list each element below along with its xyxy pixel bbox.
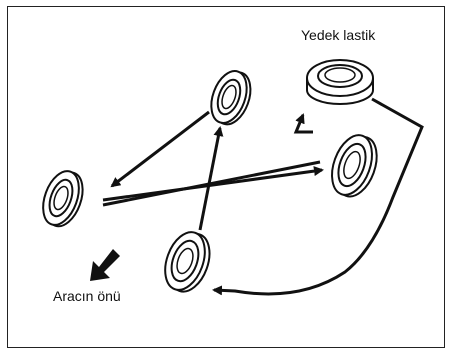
arrow-right-front-to-spare (293, 113, 313, 134)
arrow-left-rear-to-left-front (102, 160, 321, 207)
spare-tire-label: Yedek lastik (301, 27, 376, 43)
arrow-left-front-to-left-rear (110, 110, 210, 188)
diagram-frame (7, 6, 445, 348)
tire-right-front (331, 134, 378, 198)
vehicle-front-label: Aracın önü (53, 288, 121, 304)
arrow-right-rear-to-left-front (198, 126, 224, 231)
tire-left-rear (42, 170, 84, 228)
arrow-spare-to-right-rear (212, 97, 424, 296)
tire-right-rear (164, 231, 211, 293)
rotation-arrows (102, 97, 424, 296)
spare-tire (306, 59, 374, 105)
tire-left-front (210, 70, 252, 126)
vehicle-front-arrow-icon (90, 249, 120, 281)
arrow-left-rear-to-right-front (102, 166, 324, 202)
